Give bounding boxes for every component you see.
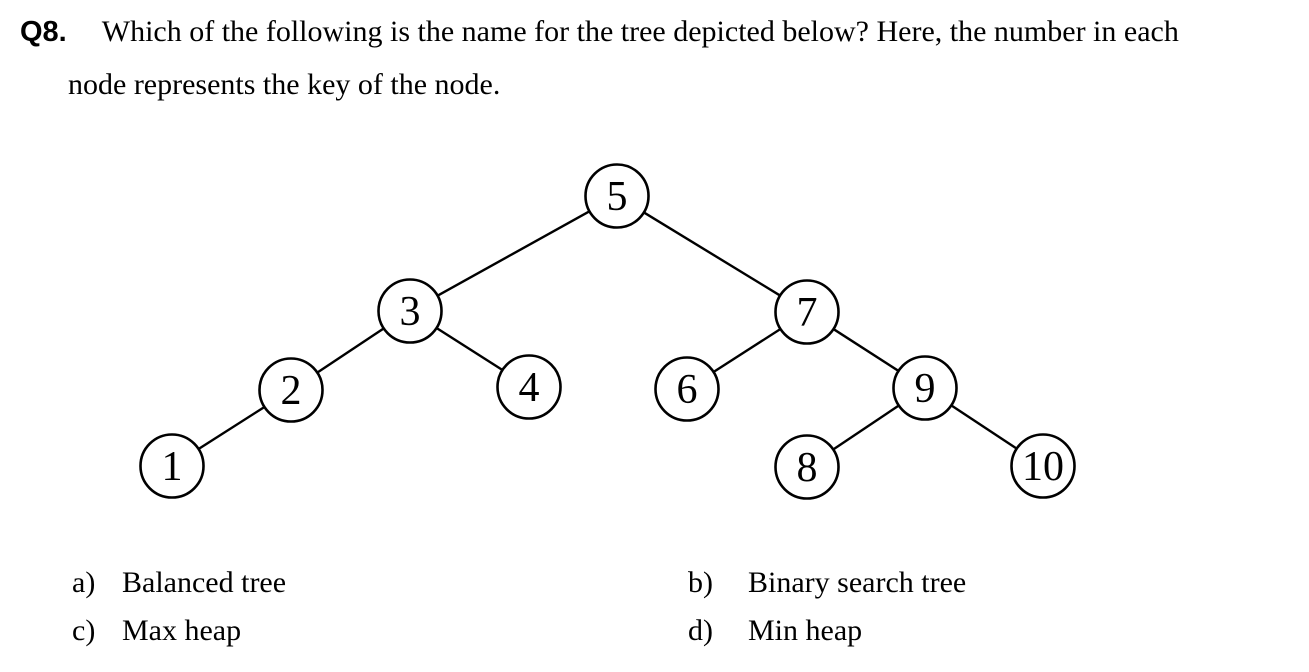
option-a-letter: a): [72, 566, 96, 599]
option-d-label: Min heap: [748, 614, 863, 647]
tree-node-circle: [774, 279, 840, 345]
tree-node-key: 4: [519, 365, 540, 411]
question-line-1: Q8. Which of the following is the name fo…: [20, 17, 1179, 47]
tree-edge-5-3: [436, 210, 591, 297]
option-c-label: Max heap: [122, 614, 242, 647]
tree-edge-7-6: [712, 328, 782, 373]
tree-node-circle: [258, 357, 324, 423]
question-text-line2: node represents the key of the node.: [68, 68, 501, 101]
tree-node-key: 3: [400, 289, 421, 335]
question-text-line1: Which of the following is the name for t…: [101, 15, 1179, 48]
tree-node-circle: [584, 163, 650, 229]
tree-node-circle: [139, 433, 205, 499]
tree-node-circle: [774, 434, 840, 500]
tree-node-key: 10: [1022, 444, 1064, 490]
option-b-label: Binary search tree: [748, 566, 967, 599]
question-number: Q8.: [20, 16, 67, 48]
tree-node-3: 3: [377, 278, 443, 344]
option-b: b) Binary search tree: [688, 568, 966, 598]
tree-node-7: 7: [774, 279, 840, 345]
tree-node-key: 7: [797, 290, 818, 336]
tree-node-key: 2: [281, 368, 302, 414]
tree-node-key: 6: [677, 367, 698, 413]
option-a-label: Balanced tree: [122, 566, 287, 599]
tree-node-key: 9: [915, 366, 936, 412]
tree-node-2: 2: [258, 357, 324, 423]
tree-edge-9-10: [950, 404, 1018, 450]
option-b-letter: b): [688, 566, 713, 599]
tree-node-key: 8: [797, 445, 818, 491]
option-a: a) Balanced tree: [72, 568, 286, 598]
tree-node-circle: [1010, 433, 1076, 499]
option-d: d) Min heap: [688, 616, 862, 646]
tree-edge-9-8: [832, 404, 900, 451]
tree-node-4: 4: [496, 354, 562, 420]
tree-node-circle: [654, 356, 720, 422]
tree-edge-7-9: [832, 328, 900, 372]
tree-node-8: 8: [774, 434, 840, 500]
tree-edge-3-4: [435, 326, 504, 372]
option-d-letter: d): [688, 614, 713, 647]
tree-node-key: 1: [162, 444, 183, 490]
tree-edge-2-1: [197, 405, 266, 451]
tree-node-9: 9: [892, 355, 958, 421]
tree-node-6: 6: [654, 356, 720, 422]
tree-node-key: 5: [607, 174, 628, 220]
tree-edge-5-7: [643, 211, 781, 297]
tree-edge-3-2: [316, 327, 385, 374]
option-c: c) Max heap: [72, 616, 241, 646]
option-c-letter: c): [72, 614, 96, 647]
tree-node-circle: [892, 355, 958, 421]
tree-node-circle: [496, 354, 562, 420]
tree-node-circle: [377, 278, 443, 344]
tree-node-1: 1: [139, 433, 205, 499]
tree-node-10: 10: [1010, 433, 1076, 499]
tree-node-5: 5: [584, 163, 650, 229]
